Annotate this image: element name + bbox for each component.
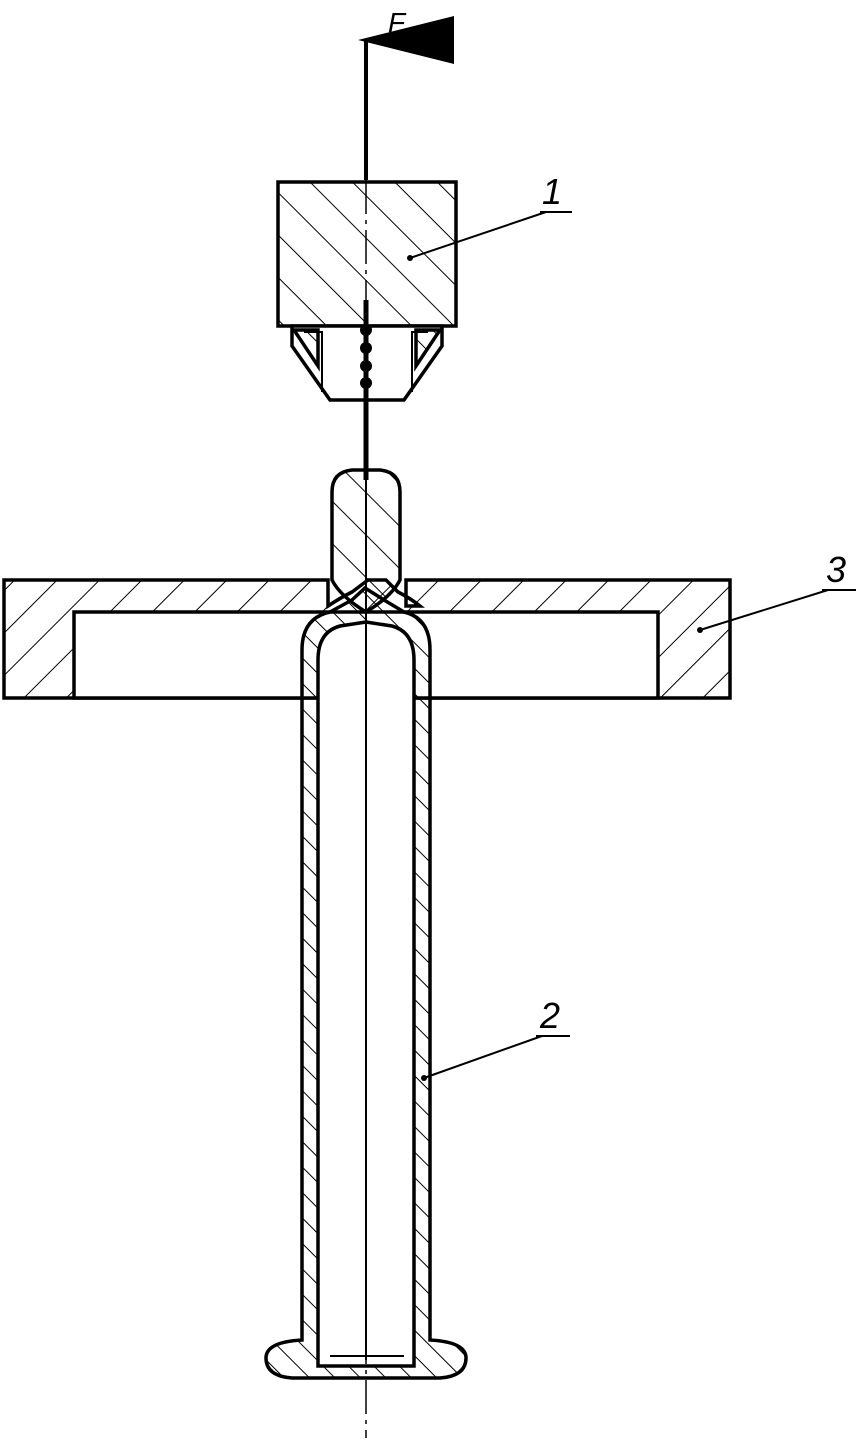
part-label-2: 2 — [539, 995, 560, 1036]
leader-dot-1 — [407, 255, 413, 261]
gripper-jaw-left — [290, 328, 320, 372]
gripper-jaw-right — [414, 328, 444, 372]
leader-dot-3 — [697, 627, 703, 633]
leader-part-3: 3 — [697, 549, 856, 633]
gripper-head-part-1 — [276, 180, 458, 402]
part-label-1: 1 — [542, 171, 562, 212]
leader-line-3 — [699, 589, 829, 631]
part-label-3: 3 — [826, 549, 846, 590]
leader-part-2: 2 — [421, 995, 570, 1081]
leader-line-1 — [409, 211, 547, 259]
filament-bead — [360, 360, 372, 372]
leader-dot-2 — [421, 1075, 427, 1081]
leader-line-2 — [423, 1035, 543, 1079]
force-label: F — [388, 7, 407, 38]
leader-part-1: 1 — [407, 171, 572, 261]
